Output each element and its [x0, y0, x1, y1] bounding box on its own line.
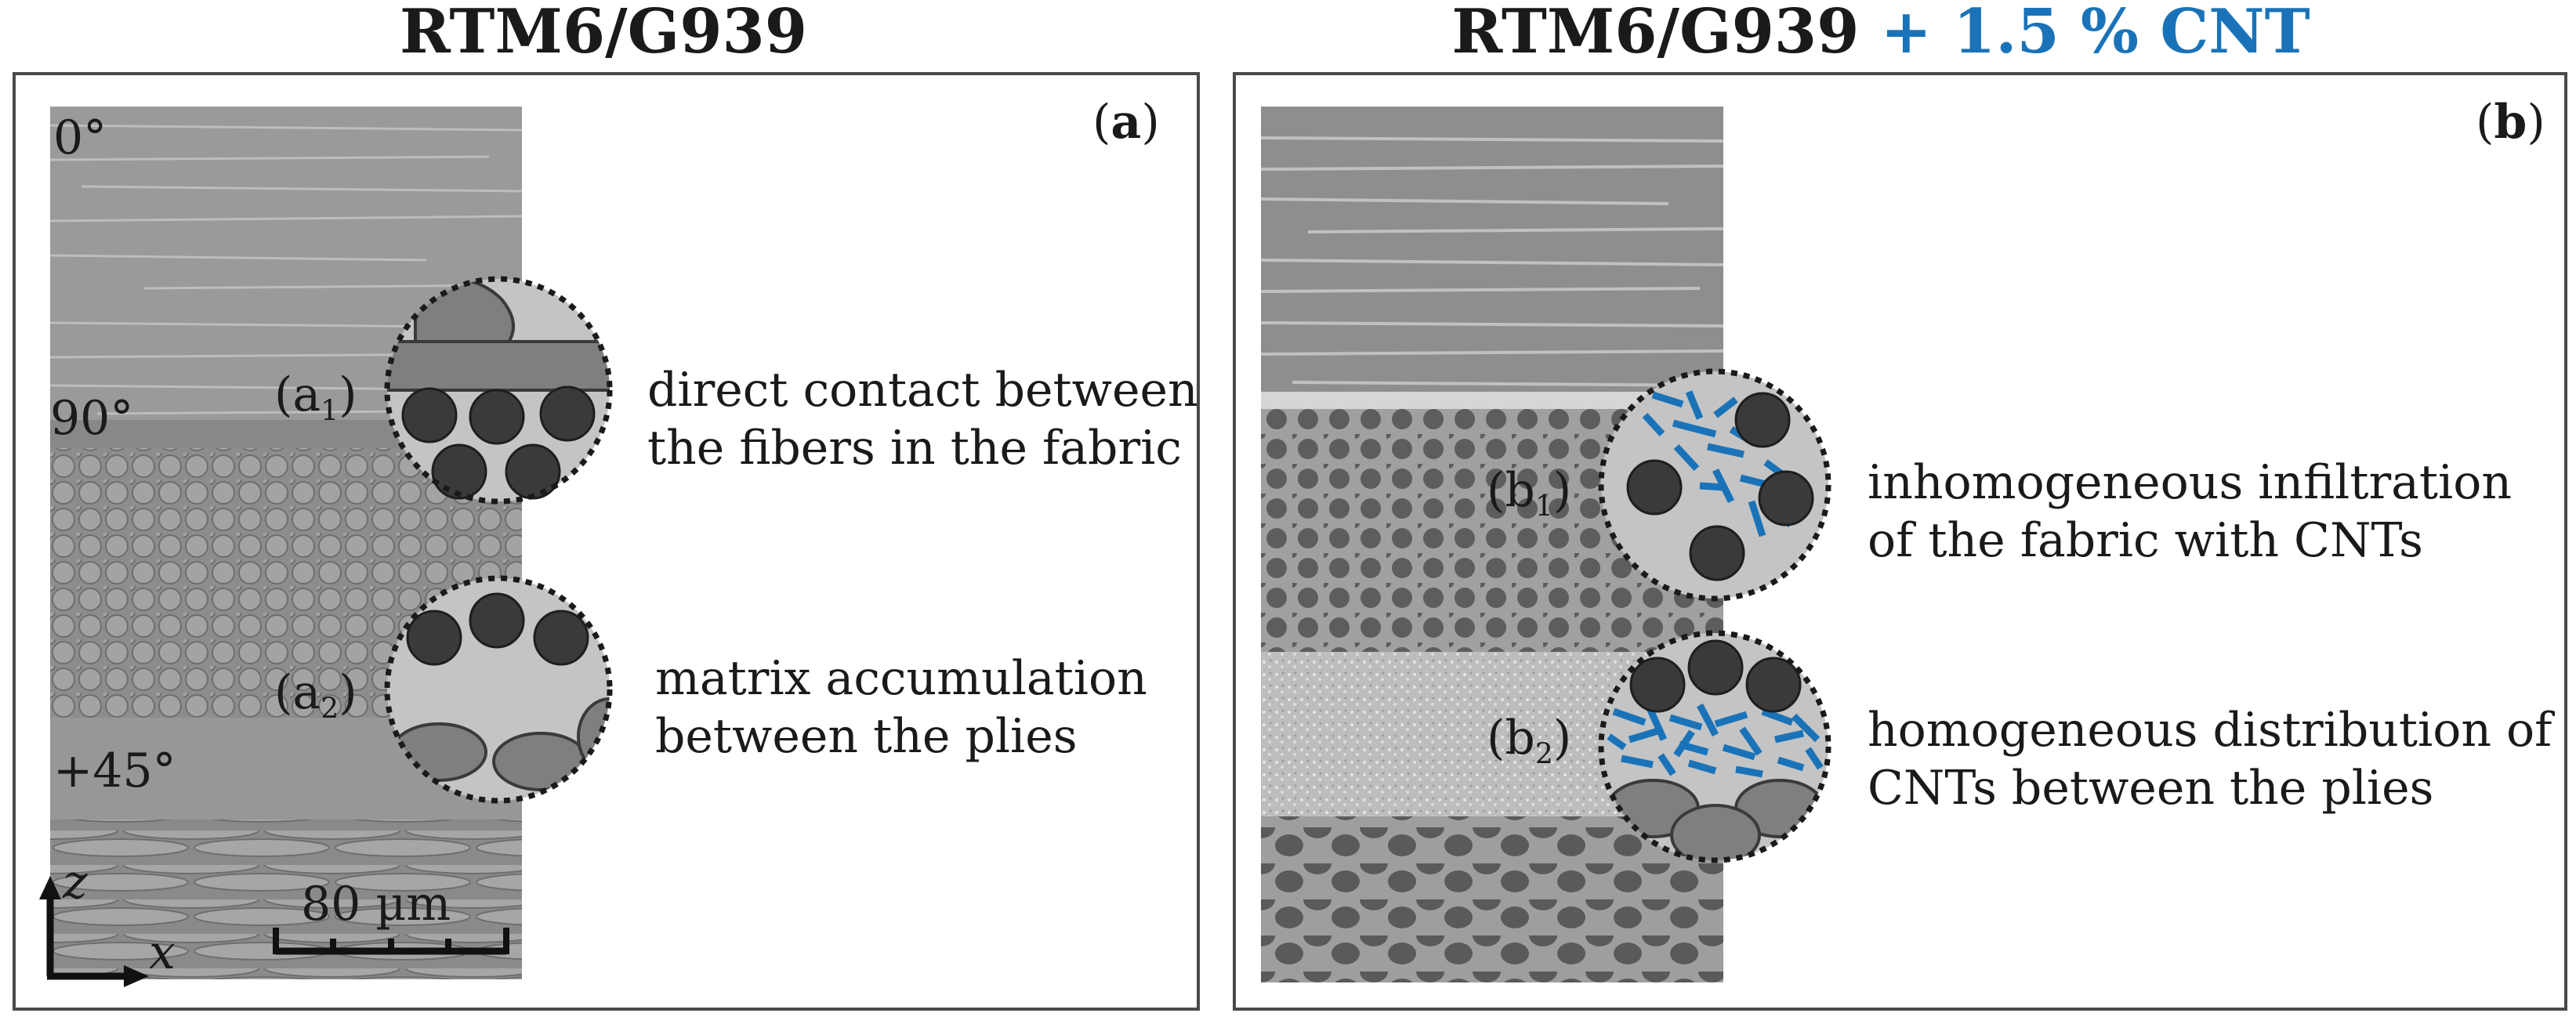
inset-a2-label-sub: 2 — [321, 693, 339, 725]
inset-a1-label: (a1) — [274, 371, 357, 426]
panel-a: 0° 90° +45° (a) (a1) direct contact betw… — [13, 72, 1200, 1011]
scale-bar-label: 80 µm — [301, 877, 451, 932]
panel-a-tag-close: ) — [1141, 95, 1160, 150]
inset-a1-caption-line1: direct contact between — [647, 363, 1198, 418]
inset-b1-caption-line2: of the fabric with CNTs — [1868, 513, 2423, 568]
inset-b1 — [1598, 368, 1831, 602]
inset-a2 — [384, 575, 613, 804]
inset-a1-label-close: ) — [339, 367, 357, 422]
inset-a2-label: (a2) — [274, 669, 357, 724]
inset-b1-label-close: ) — [1552, 463, 1572, 518]
panel-a-tag: (a) — [1092, 99, 1160, 146]
inset-a1-label-sub: 1 — [321, 395, 339, 428]
panel-b-tag-close: ) — [2527, 95, 2545, 150]
inset-b1-caption-line1: inhomogeneous infiltration — [1868, 455, 2512, 510]
inset-a1-caption-line2: the fibers in the fabric — [647, 421, 1182, 476]
inset-b1-label-sub: 1 — [1534, 490, 1553, 523]
inset-a2-caption-line1: matrix accumulation — [655, 651, 1147, 706]
panel-a-tag-open: ( — [1092, 95, 1111, 150]
panel-b-tag-open: ( — [2476, 95, 2494, 150]
inset-b2-label-main: (b — [1487, 711, 1535, 765]
panel-a-title: RTM6/G939 — [400, 2, 807, 63]
axis-indicator — [39, 876, 149, 987]
orientation-45-label: +45° — [53, 744, 176, 798]
panel-b-title-base: RTM6/G939 — [1451, 0, 1860, 67]
inset-b1-label-main: (b — [1487, 463, 1535, 518]
panel-b-tag: (b) — [2476, 99, 2545, 146]
scale-bar — [273, 928, 509, 955]
inset-b2-caption-line2: CNTs between the plies — [1868, 761, 2434, 816]
inset-a2-caption-line2: between the plies — [655, 709, 1078, 764]
inset-b2-label-close: ) — [1552, 711, 1572, 765]
panel-b-tag-letter: b — [2494, 95, 2527, 150]
panel-b-title-accent: + 1.5 % CNT — [1880, 0, 2310, 67]
panel-a-title-text: RTM6/G939 — [399, 0, 808, 67]
micrograph-a — [49, 107, 523, 979]
panel-b: (b) (b1) inhomogeneous infiltration of t… — [1233, 72, 2567, 1011]
panel-b-title: RTM6/G939 + 1.5 % CNT — [1451, 2, 2310, 63]
inset-b1-label: (b1) — [1487, 467, 1571, 522]
ply-45-fibers-b — [1261, 816, 1723, 982]
axis-x-label: x — [149, 925, 176, 980]
orientation-90-label: 90° — [50, 391, 134, 446]
axis-z-label: z — [63, 855, 88, 910]
panel-a-tag-letter: a — [1110, 95, 1142, 150]
inset-a2-label-close: ) — [339, 665, 357, 720]
inset-b2-label-sub: 2 — [1534, 738, 1553, 771]
ply-interface-b — [1261, 392, 1723, 409]
inset-a1 — [384, 276, 613, 505]
inset-a1-label-main: (a — [274, 367, 321, 422]
orientation-0-label: 0° — [53, 110, 107, 165]
inset-b2 — [1598, 630, 1831, 863]
inset-b2-caption-line1: homogeneous distribution of — [1868, 703, 2552, 758]
inset-b2-label: (b2) — [1487, 715, 1571, 769]
ply-0-stripes-b — [1260, 136, 1724, 387]
inset-a2-label-main: (a — [274, 665, 321, 720]
